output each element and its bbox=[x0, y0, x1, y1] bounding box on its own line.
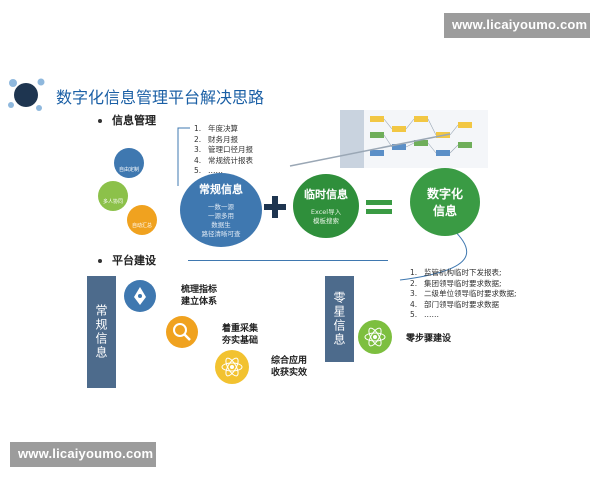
collab-bubble bbox=[98, 181, 128, 211]
temporary-info-line: Excel导入 bbox=[310, 208, 342, 216]
zero-step-label: 零步骤建设 bbox=[406, 334, 452, 344]
list-item: 1.年度决算 bbox=[194, 124, 238, 133]
list-item: 5.…… bbox=[194, 166, 223, 175]
temporary-info-circle: 临时信息 Excel导入 模板搜索 bbox=[293, 174, 359, 238]
page-title: 数字化信息管理平台解决思路 bbox=[56, 88, 265, 107]
digital-info-line2: 信息 bbox=[432, 204, 457, 218]
routine-report-list: 1.年度决算 2.财务月报 3.管理口径月报 4.常规统计报表 5.…… bbox=[194, 124, 253, 177]
pen-nib-icon bbox=[124, 280, 156, 312]
routine-info-line: 路径清晰可查 bbox=[201, 230, 241, 238]
temporary-info-head: 临时信息 bbox=[304, 188, 348, 201]
list-item: 2.集团领导临时要求数据; bbox=[410, 278, 502, 288]
temporary-info-line: 模板搜索 bbox=[313, 217, 339, 225]
logo-icon bbox=[8, 78, 45, 111]
section-platform-build: 平台建设 bbox=[98, 252, 156, 268]
list-item: 3.二级单位领导临时要求数据; bbox=[410, 289, 517, 298]
bullet-icon bbox=[98, 259, 102, 263]
bubble-label: 自动汇总 bbox=[131, 223, 152, 229]
flowchart-thumbnail bbox=[340, 110, 488, 168]
list-item: 1.监管机构临时下发报表; bbox=[410, 268, 502, 277]
custom-bubble bbox=[114, 148, 144, 178]
routine-info-line: 一源多用 bbox=[208, 212, 234, 220]
bubble-label: 多人协同 bbox=[102, 199, 123, 205]
section-info-management: 信息管理 bbox=[98, 112, 156, 128]
zero-step-atom-icon bbox=[358, 320, 392, 354]
bubble-label: 自由定制 bbox=[118, 167, 139, 173]
bullet-icon bbox=[98, 119, 102, 123]
plus-icon bbox=[264, 196, 286, 218]
list-item: 5.…… bbox=[410, 310, 439, 319]
watermark-bottom: www.licaiyoumo.com bbox=[10, 442, 156, 467]
digital-info-circle: 数字化 信息 bbox=[410, 168, 480, 236]
sporadic-info-bar: 零星信息 bbox=[325, 276, 354, 362]
routine-info-circle: 常规信息 一数一源 一源多用 数据生 路径清晰可查 bbox=[180, 173, 262, 247]
routine-info-line: 数据生 bbox=[211, 221, 231, 229]
list-item: 2.财务月报 bbox=[194, 134, 238, 144]
digital-info-line1: 数字化 bbox=[426, 187, 463, 201]
routine-info-bar: 常规信息 bbox=[87, 276, 116, 388]
list-item: 4.常规统计报表 bbox=[194, 155, 253, 165]
list-item: 4.部门领导临时要求数据 bbox=[410, 299, 499, 309]
temporary-request-list: 1.监管机构临时下发报表; 2.集团领导临时要求数据; 3.二级单位领导临时要求… bbox=[410, 268, 517, 321]
routine-info-head: 常规信息 bbox=[199, 183, 243, 196]
platform-item-label: 着重采集夯实基础 bbox=[222, 324, 259, 346]
divider bbox=[188, 260, 388, 261]
summary-bubble bbox=[127, 205, 157, 235]
equals-icon bbox=[366, 200, 392, 214]
routine-info-line: 一数一源 bbox=[208, 203, 234, 211]
platform-item-label: 梳理指标建立体系 bbox=[181, 285, 218, 307]
platform-item-label: 综合应用收获实效 bbox=[271, 356, 308, 378]
magnifier-icon bbox=[166, 316, 198, 348]
list-item: 3.管理口径月报 bbox=[194, 145, 253, 154]
atom-icon bbox=[215, 350, 249, 384]
watermark-top: www.licaiyoumo.com bbox=[444, 13, 590, 38]
